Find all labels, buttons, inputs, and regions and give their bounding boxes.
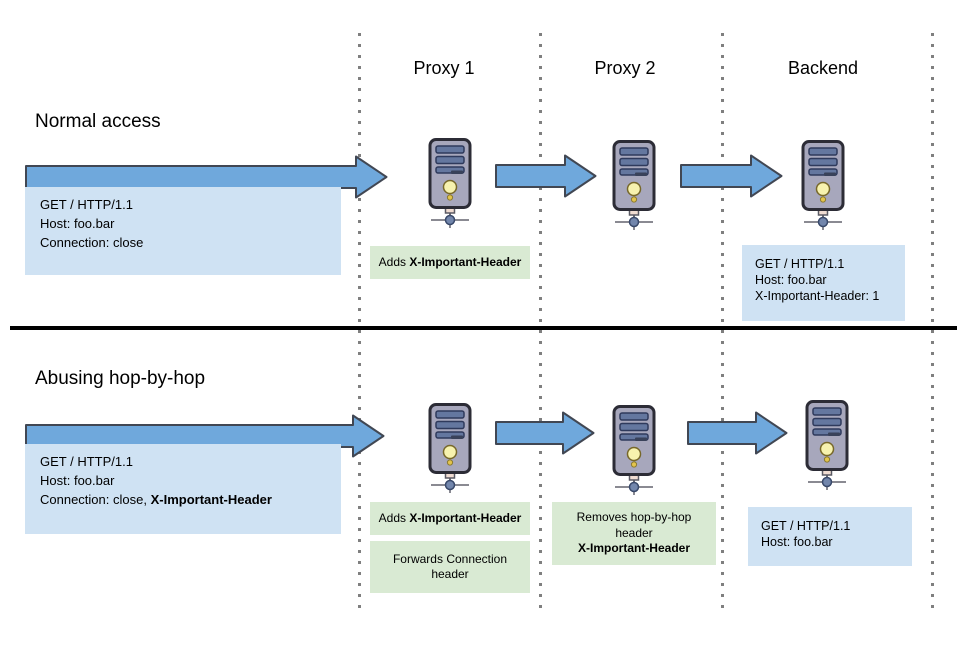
server-icon-proxy1-normal <box>428 138 472 235</box>
request-line: Connection: close, X-Important-Header <box>40 490 331 509</box>
header-name-bold: X-Important-Header <box>577 541 690 556</box>
note-text: Removes hop-by-hop <box>576 510 692 525</box>
request-line: GET / HTTP/1.1 <box>40 454 133 469</box>
request-line: X-Important-Header: 1 <box>755 289 880 303</box>
backend-request-box-normal: GET / HTTP/1.1 Host: foo.bar X-Important… <box>742 245 905 321</box>
arrow-proxy1-to-proxy2-abuse <box>495 411 595 455</box>
column-header-proxy2: Proxy 2 <box>594 58 656 78</box>
section-title-abuse: Abusing hop-by-hop <box>35 368 206 389</box>
header-name-bold: X-Important-Header <box>150 492 272 507</box>
column-divider-dotted-4 <box>931 33 934 613</box>
client-request-box-abuse: GET / HTTP/1.1 Host: foo.bar Connection:… <box>25 444 341 534</box>
note-adds-header-abuse: Adds X-Important-Header <box>370 502 530 535</box>
server-icon-proxy2-normal <box>612 140 656 237</box>
request-line: GET / HTTP/1.1 <box>40 197 133 212</box>
server-icon-proxy2-abuse <box>612 405 656 502</box>
request-line: GET / HTTP/1.1 <box>755 257 845 271</box>
request-line: Host: foo.bar <box>761 535 833 549</box>
server-icon-backend-normal <box>801 140 845 237</box>
request-line: Host: foo.bar <box>40 216 115 231</box>
request-line: Host: foo.bar <box>40 473 115 488</box>
note-text: Forwards Connection header <box>392 551 508 582</box>
column-divider-dotted-2 <box>539 33 542 613</box>
column-divider-dotted-1 <box>358 33 361 613</box>
column-divider-dotted-3 <box>721 33 724 613</box>
note-forwards-connection: Forwards Connection header <box>370 541 530 593</box>
column-header-backend: Backend <box>787 58 859 78</box>
backend-request-box-abuse: GET / HTTP/1.1 Host: foo.bar <box>748 507 912 566</box>
note-text: Adds X-Important-Header <box>379 255 522 271</box>
column-header-proxy1: Proxy 1 <box>413 58 475 78</box>
request-line: Host: foo.bar <box>755 273 827 287</box>
note-text-prefix: Adds <box>378 510 410 525</box>
note-adds-header-normal: Adds X-Important-Header <box>370 246 530 279</box>
arrow-proxy2-to-backend-abuse <box>687 411 788 455</box>
note-text: header <box>615 525 653 540</box>
header-name-bold: X-Important-Header <box>409 510 522 525</box>
server-icon-proxy1-abuse <box>428 403 472 500</box>
arrow-proxy2-to-backend-normal <box>680 154 783 198</box>
arrow-proxy1-to-proxy2-normal <box>495 154 597 198</box>
section-divider-line <box>10 326 957 330</box>
section-title-normal: Normal access <box>35 111 161 132</box>
header-name-bold: X-Important-Header <box>409 254 522 269</box>
server-icon-backend-abuse <box>805 400 849 497</box>
note-removes-header: Removes hop-by-hop header X-Important-He… <box>552 502 716 565</box>
request-line-prefix: Connection: close, <box>40 492 151 507</box>
request-line: Connection: close <box>40 235 144 250</box>
note-text-prefix: Adds <box>378 254 410 269</box>
client-request-box-normal: GET / HTTP/1.1 Host: foo.bar Connection:… <box>25 187 341 275</box>
request-line: GET / HTTP/1.1 <box>761 519 851 533</box>
note-text: Adds X-Important-Header <box>379 511 522 527</box>
